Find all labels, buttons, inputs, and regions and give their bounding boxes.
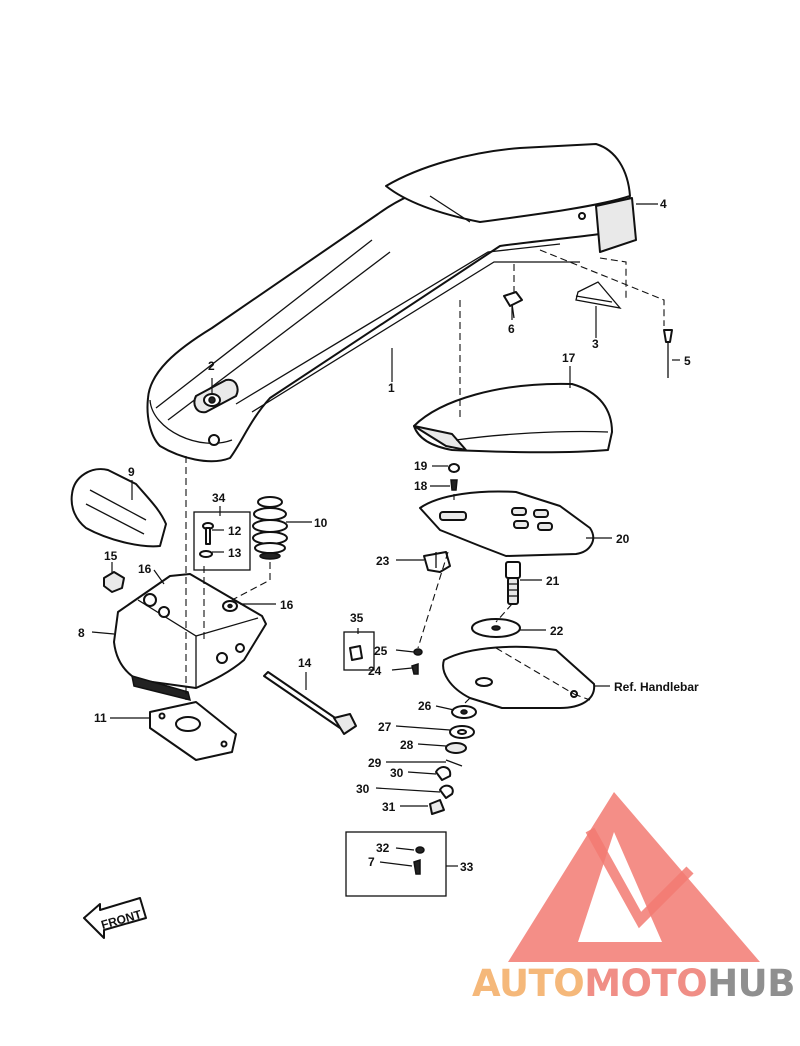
callout-17: 17 [562,351,576,365]
head-cover-part [595,197,637,253]
watermark-triangle-icon [508,792,760,962]
pivot-shaft-part [505,561,521,605]
watermark-auto: AUTO [472,962,584,1005]
spacer-part-16 [222,600,238,612]
clip-part-23 [423,551,451,573]
callout-1: 1 [388,381,395,395]
handlebar-base-plate [442,645,596,709]
callout-25: 25 [374,644,388,658]
callout-16b: 16 [280,598,294,612]
knob-part [203,393,221,407]
fastener-stack [429,705,477,815]
callout-18: 18 [414,479,428,493]
callout-29: 29 [368,756,382,770]
nut-part-15 [103,571,125,593]
part-33-box [345,831,447,897]
watermark-hub: HUB [707,962,795,1005]
mounting-plate-part [419,490,595,557]
callout-4: 4 [660,197,667,211]
callout-labels: 1 2 3 4 5 6 7 8 9 10 11 12 13 14 15 16 1… [78,197,699,874]
watermark-moto: MOTO [584,962,707,1005]
callout-34: 34 [212,491,226,505]
callout-35: 35 [350,611,364,625]
callout-30a: 30 [390,766,404,780]
assembly-lines [185,249,665,707]
leader-lines [91,203,680,867]
bolt-part-12 [193,511,251,571]
callout-30b: 30 [356,782,370,796]
knee-pad-part [70,468,167,548]
washer-part-22 [471,618,521,638]
screw-part-24 [411,648,423,675]
lower-cover-part [413,382,613,454]
callout-31: 31 [382,800,396,814]
screw-part-18 [448,463,460,491]
callout-22: 22 [550,624,564,638]
handle-pole-part [146,143,635,463]
callout-14: 14 [298,656,312,670]
rivet-part [663,329,673,378]
mount-bracket-part [113,573,267,702]
ref-handlebar-label: Ref. Handlebar [614,680,699,694]
callout-20: 20 [616,532,630,546]
callout-9: 9 [128,465,135,479]
callout-33: 33 [460,860,474,874]
callout-11: 11 [94,711,107,725]
callout-32: 32 [376,841,390,855]
callout-2: 2 [208,359,215,373]
part-35-box [343,631,375,671]
callout-5: 5 [684,354,691,368]
callout-26: 26 [418,699,432,713]
callout-6: 6 [508,322,515,336]
callout-7: 7 [368,855,375,869]
bolt-part-6 [503,291,523,319]
front-arrow: FRONT [83,897,147,939]
callout-24: 24 [368,664,382,678]
callout-8: 8 [78,626,85,640]
wire-bracket-part [575,281,622,309]
base-plate-part [149,701,237,761]
callout-12: 12 [228,524,242,538]
long-bolt-part [263,671,357,735]
svg-text:AUTOMOTOHUB: AUTOMOTOHUB [472,962,795,1005]
callout-13: 13 [228,546,242,560]
callout-19: 19 [414,459,428,473]
callout-15: 15 [104,549,118,563]
callout-21: 21 [546,574,560,588]
callout-3: 3 [592,337,599,351]
callout-27: 27 [378,720,392,734]
callout-28: 28 [400,738,414,752]
watermark-logo: AUTOMOTOHUB [472,792,795,1005]
callout-10: 10 [314,516,328,530]
bellows-part [252,496,288,560]
callout-23: 23 [376,554,390,568]
callout-16a: 16 [138,562,152,576]
